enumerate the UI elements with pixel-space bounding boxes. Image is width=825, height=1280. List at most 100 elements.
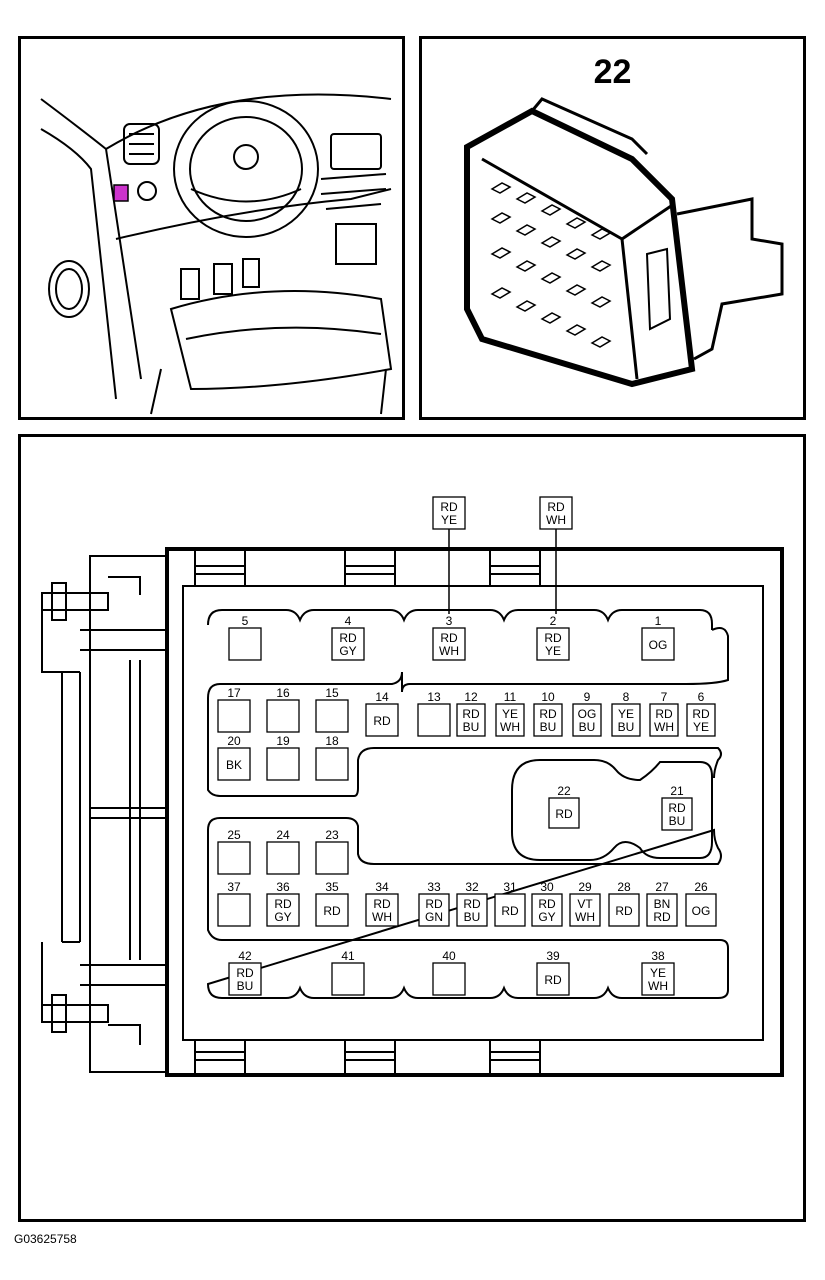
- pin-number: 33: [427, 880, 441, 894]
- pin-number: 11: [504, 690, 517, 704]
- callout-wire-color: YE: [441, 513, 457, 527]
- wire-color-code: RD: [692, 707, 710, 721]
- pin-number: 35: [325, 880, 339, 894]
- pin-number: 27: [655, 880, 669, 894]
- pin-box: [569, 893, 601, 927]
- pin-cavity-13: 13: [417, 690, 451, 737]
- pin-number: 6: [698, 690, 705, 704]
- wire-color-code: RD: [653, 910, 671, 924]
- pin-number: 19: [276, 734, 290, 748]
- pin-box: [266, 893, 300, 927]
- wire-color-code: RD: [373, 714, 391, 728]
- pin-cavity-18: 18: [315, 734, 349, 781]
- pin-number: 29: [578, 880, 592, 894]
- wire-color-code: RD: [544, 631, 562, 645]
- pin-box: [456, 703, 486, 737]
- wire-color-code: BU: [540, 720, 557, 734]
- pin-cavity-1: 1OG: [641, 614, 675, 661]
- unit-number-label: 22: [593, 53, 632, 91]
- wire-color-code: RD: [538, 897, 556, 911]
- wire-color-code: RD: [463, 897, 481, 911]
- pin-number: 38: [651, 949, 665, 963]
- wire-color-code: RD: [668, 801, 686, 815]
- pin-box: [661, 797, 693, 831]
- pin-cavity-17: 17: [217, 686, 251, 733]
- pin-box: [365, 893, 399, 927]
- wire-color-code: RD: [555, 807, 573, 821]
- wire-color-code: BU: [464, 910, 481, 924]
- pin-box: [228, 627, 262, 661]
- pin-number: 30: [540, 880, 554, 894]
- pin-box: [315, 841, 349, 875]
- pin-number: 10: [541, 690, 555, 704]
- pin-number: 25: [227, 828, 241, 842]
- dashboard-location-panel: [18, 36, 405, 420]
- wire-color-code: RD: [539, 707, 557, 721]
- wire-color-code: RD: [373, 897, 391, 911]
- pin-cavity-25: 25: [217, 828, 251, 875]
- wire-color-code: OG: [649, 638, 668, 652]
- pin-box: [432, 962, 466, 996]
- pin-number: 16: [276, 686, 290, 700]
- pin-number: 18: [325, 734, 339, 748]
- wire-color-code: YE: [693, 720, 709, 734]
- wire-color-code: WH: [372, 910, 392, 924]
- pin-number: 21: [670, 784, 684, 798]
- wire-color-code: GY: [274, 910, 291, 924]
- wire-color-code: WH: [648, 979, 668, 993]
- callout-wire-color: WH: [546, 513, 566, 527]
- pin-box: [417, 703, 451, 737]
- wire-color-code: WH: [500, 720, 520, 734]
- pin-cavity-19: 19: [266, 734, 300, 781]
- pin-number: 41: [341, 949, 355, 963]
- pin-cavity-23: 23: [315, 828, 349, 875]
- pin-box: [531, 893, 563, 927]
- pin-number: 32: [465, 880, 479, 894]
- pin-box: [217, 699, 251, 733]
- pin-box: [217, 893, 251, 927]
- wire-color-code: BU: [669, 814, 686, 828]
- wire-color-code: BN: [654, 897, 671, 911]
- callout-box: [432, 496, 466, 530]
- dashboard-sketch: [40, 93, 393, 415]
- callout-wire-color: RD: [547, 500, 565, 514]
- wire-color-code: RD: [339, 631, 357, 645]
- pin-cavity-5: 5: [228, 614, 262, 661]
- pin-box: [685, 893, 717, 927]
- pin-box: [608, 893, 640, 927]
- wire-color-code: YE: [502, 707, 518, 721]
- pin-box: [536, 627, 570, 661]
- pin-number: 15: [325, 686, 339, 700]
- wire-color-code: RD: [501, 904, 519, 918]
- pin-cavity-15: 15: [315, 686, 349, 733]
- pin-box: [641, 627, 675, 661]
- pin-number: 3: [446, 614, 453, 628]
- wire-color-code: YE: [618, 707, 634, 721]
- pin-box: [548, 797, 580, 829]
- pin-cavity-24: 24: [266, 828, 300, 875]
- wire-color-code: BK: [226, 758, 242, 772]
- pin-box: [217, 747, 251, 781]
- pin-number: 20: [227, 734, 241, 748]
- wire-color-code: RD: [655, 707, 673, 721]
- pin-number: 17: [227, 686, 241, 700]
- pin-number: 26: [694, 880, 708, 894]
- image-reference-code: G03625758: [14, 1232, 77, 1246]
- pin-number: 1: [655, 614, 662, 628]
